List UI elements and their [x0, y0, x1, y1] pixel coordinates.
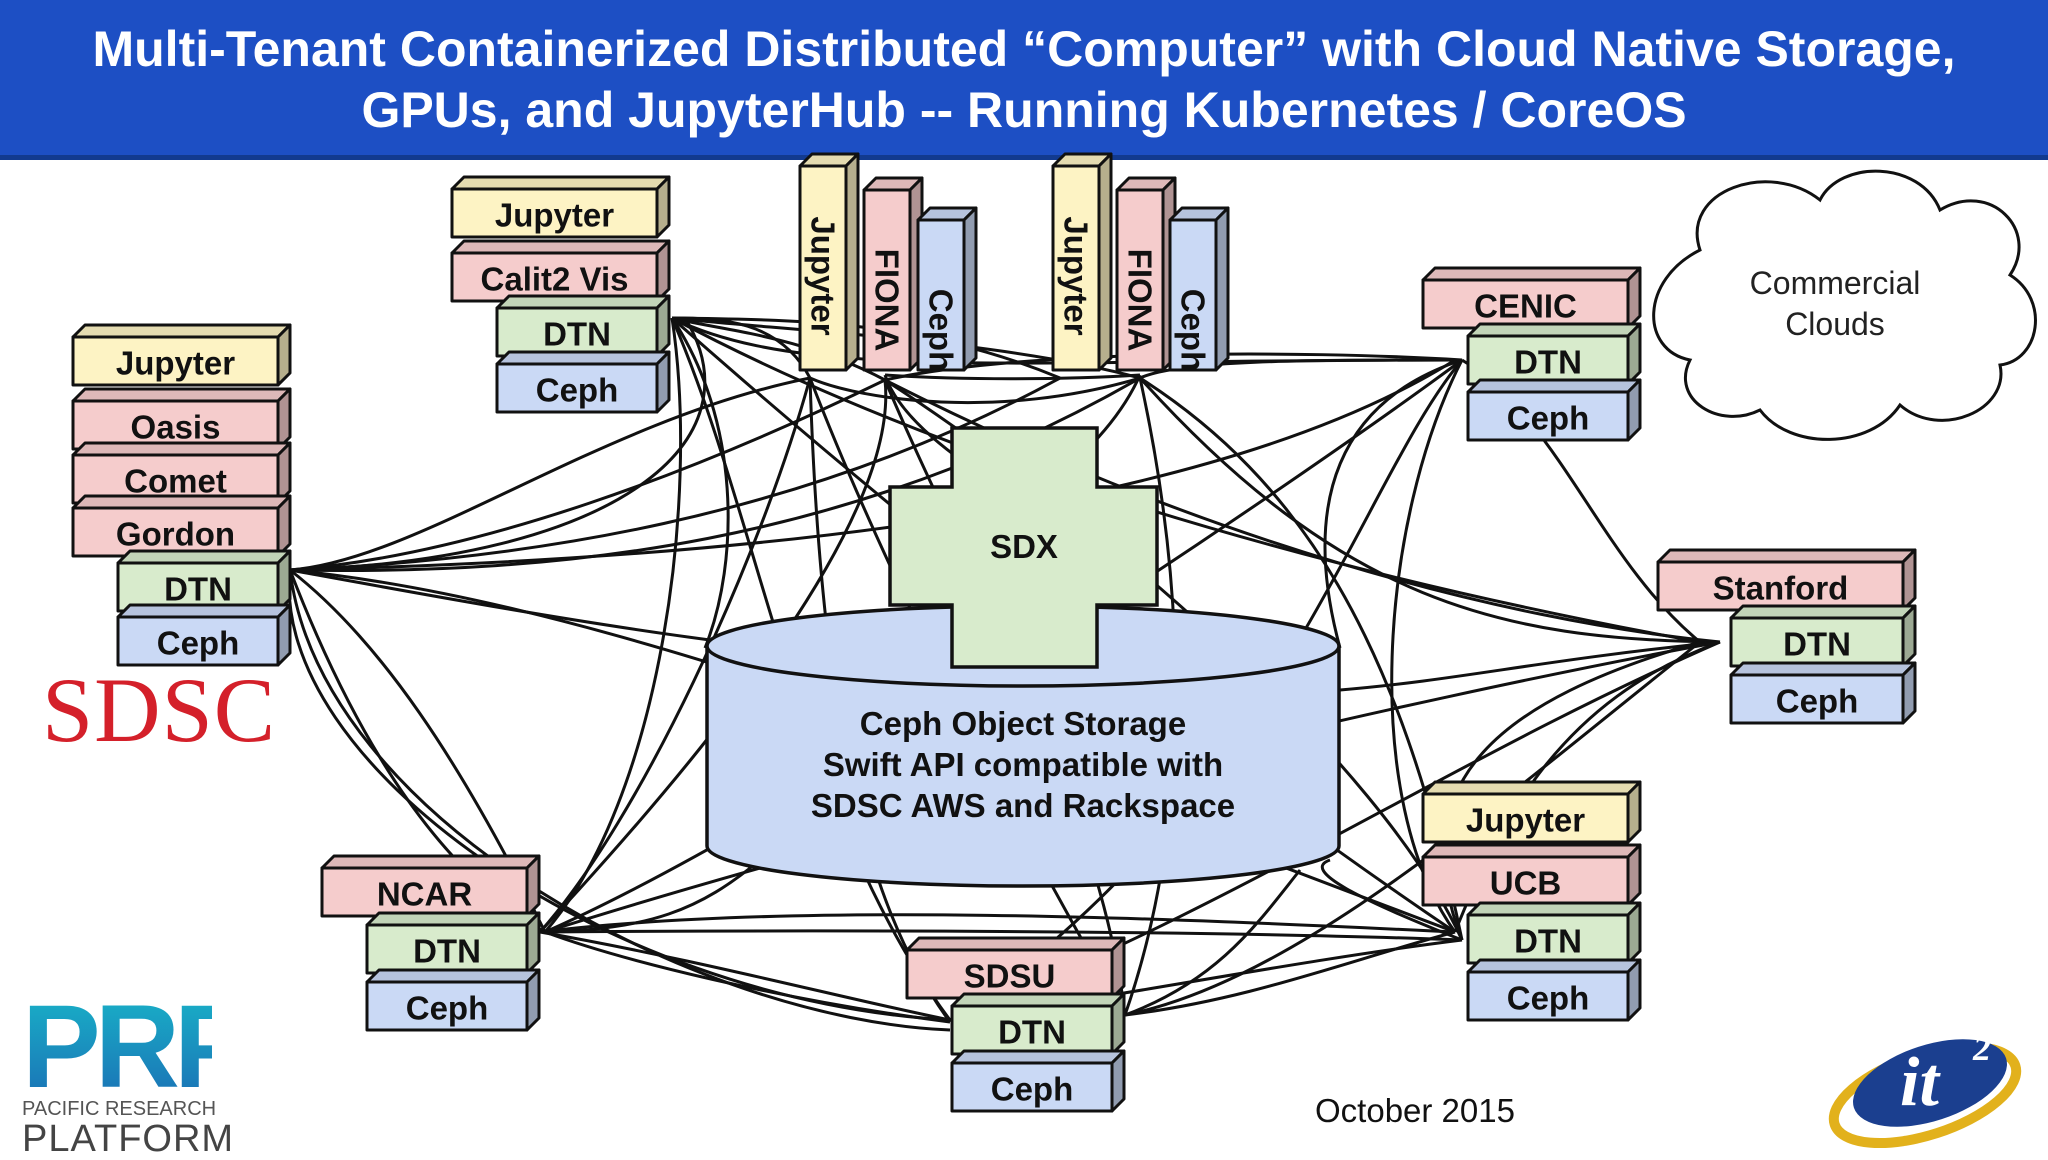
box-label-stanford-dtn: DTN: [1783, 626, 1851, 663]
box-ncar-dtn: DTN: [365, 911, 541, 975]
box-sdsu-ceph: Ceph: [950, 1049, 1126, 1113]
box-label-calit2-dtn: DTN: [543, 316, 611, 353]
box-label-f2-fiona: FIONA: [1122, 249, 1159, 352]
cloud-line-2: Clouds: [1785, 306, 1885, 342]
it2-logo-sup: 2: [1972, 1028, 1991, 1068]
box-label-cenic-dtn: DTN: [1514, 344, 1582, 381]
box-stanford: Stanford: [1656, 548, 1917, 612]
title-banner: Multi-Tenant Containerized Distributed “…: [0, 0, 2048, 160]
box-ncar: NCAR: [320, 854, 541, 918]
commercial-clouds: Commercial Clouds: [1652, 169, 2037, 441]
box-label-sdsc-dtn: DTN: [164, 571, 232, 608]
box-cenic-dtn: DTN: [1466, 322, 1642, 386]
box-label-ucb-jupyter: Jupyter: [1466, 802, 1585, 839]
box-label-calit2-ceph: Ceph: [536, 372, 619, 409]
it2-logo: it 2: [1828, 1028, 2022, 1149]
box-label-ucb: UCB: [1490, 865, 1562, 902]
box-ucb-ceph: Ceph: [1466, 958, 1642, 1022]
box-label-sdsc-comet: Comet: [124, 463, 227, 500]
box-ncar-ceph: Ceph: [365, 968, 541, 1032]
storage-line-1: Ceph Object Storage: [860, 705, 1186, 742]
prp-logo: PRP PACIFIC RESEARCH PLATFORM: [22, 981, 253, 1160]
box-sdsc-comet: Comet: [71, 441, 292, 505]
box-calit2-ceph: Ceph: [495, 350, 671, 414]
prp-logo-line-1: PACIFIC RESEARCH: [22, 1098, 217, 1120]
box-label-stanford: Stanford: [1713, 570, 1849, 607]
box-f2-ceph: Ceph: [1168, 206, 1230, 372]
box-label-sdsc-jupyter: Jupyter: [116, 345, 235, 382]
sdx-label: SDX: [990, 528, 1058, 565]
box-label-calit2-jupyter: Jupyter: [495, 197, 614, 234]
box-sdsc-oasis: Oasis: [71, 387, 292, 451]
box-label-f2-jupyter: Jupyter: [1058, 216, 1095, 335]
cloud-line-1: Commercial: [1750, 265, 1921, 301]
box-label-sdsu-dtn: DTN: [998, 1014, 1066, 1051]
box-label-calit2-vis: Calit2 Vis: [481, 261, 629, 298]
box-label-f2-ceph: Ceph: [1175, 289, 1212, 372]
box-label-sdsu: SDSU: [964, 958, 1056, 995]
box-label-ncar-dtn: DTN: [413, 933, 481, 970]
box-ucb: UCB: [1421, 843, 1642, 907]
storage-line-3: SDSC AWS and Rackspace: [811, 787, 1235, 824]
box-label-cenic: CENIC: [1474, 288, 1577, 325]
box-label-f1-ceph: Ceph: [923, 289, 960, 372]
box-f1-ceph: Ceph: [916, 206, 978, 372]
box-label-ncar-ceph: Ceph: [406, 990, 489, 1027]
prp-logo-line-2: PLATFORM: [22, 1118, 235, 1160]
box-label-f1-fiona: FIONA: [869, 249, 906, 352]
box-sdsu-dtn: DTN: [950, 992, 1126, 1056]
box-label-cenic-ceph: Ceph: [1507, 400, 1590, 437]
box-sdsc-jupyter: Jupyter: [71, 323, 292, 387]
box-label-ncar: NCAR: [377, 876, 472, 913]
title-line-2: GPUs, and JupyterHub -- Running Kubernet…: [361, 82, 1687, 138]
box-label-stanford-ceph: Ceph: [1776, 683, 1859, 720]
box-cenic: CENIC: [1421, 266, 1642, 330]
box-stanford-ceph: Ceph: [1729, 661, 1917, 725]
box-sdsc-dtn: DTN: [116, 549, 292, 613]
box-f2-jupyter: Jupyter: [1051, 152, 1113, 372]
box-label-sdsc-oasis: Oasis: [131, 409, 221, 446]
box-label-f1-jupyter: Jupyter: [805, 216, 842, 335]
sdsc-logo: SDSC: [42, 659, 277, 761]
box-label-sdsu-ceph: Ceph: [991, 1071, 1074, 1108]
box-ucb-jupyter: Jupyter: [1421, 780, 1642, 844]
box-calit2-vis: Calit2 Vis: [450, 239, 671, 303]
box-sdsc-gordon: Gordon: [71, 494, 292, 558]
box-label-sdsc-gordon: Gordon: [116, 516, 235, 553]
box-label-sdsc-ceph: Ceph: [157, 625, 240, 662]
box-sdsc-ceph: Ceph: [116, 603, 292, 667]
box-f1-fiona: FIONA: [862, 176, 924, 372]
box-f2-fiona: FIONA: [1115, 176, 1177, 372]
prp-logo-mark: PRP: [22, 981, 253, 1113]
storage-line-2: Swift API compatible with: [823, 746, 1223, 783]
site-boxes: JupyterOasisCometGordonDTNCephJupyterCal…: [71, 152, 1917, 1113]
box-f1-jupyter: Jupyter: [798, 152, 860, 372]
box-stanford-dtn: DTN: [1729, 604, 1917, 668]
box-ucb-dtn: DTN: [1466, 901, 1642, 965]
title-line-1: Multi-Tenant Containerized Distributed “…: [92, 21, 1956, 77]
box-cenic-ceph: Ceph: [1466, 378, 1642, 442]
box-calit2-dtn: DTN: [495, 294, 671, 358]
box-calit2-jupyter: Jupyter: [450, 175, 671, 239]
box-label-ucb-ceph: Ceph: [1507, 980, 1590, 1017]
sdx-switch: SDX: [888, 426, 1159, 669]
date-label: October 2015: [1315, 1092, 1515, 1129]
box-sdsu: SDSU: [905, 936, 1126, 1000]
box-label-ucb-dtn: DTN: [1514, 923, 1582, 960]
it2-logo-text: it: [1900, 1044, 1941, 1121]
